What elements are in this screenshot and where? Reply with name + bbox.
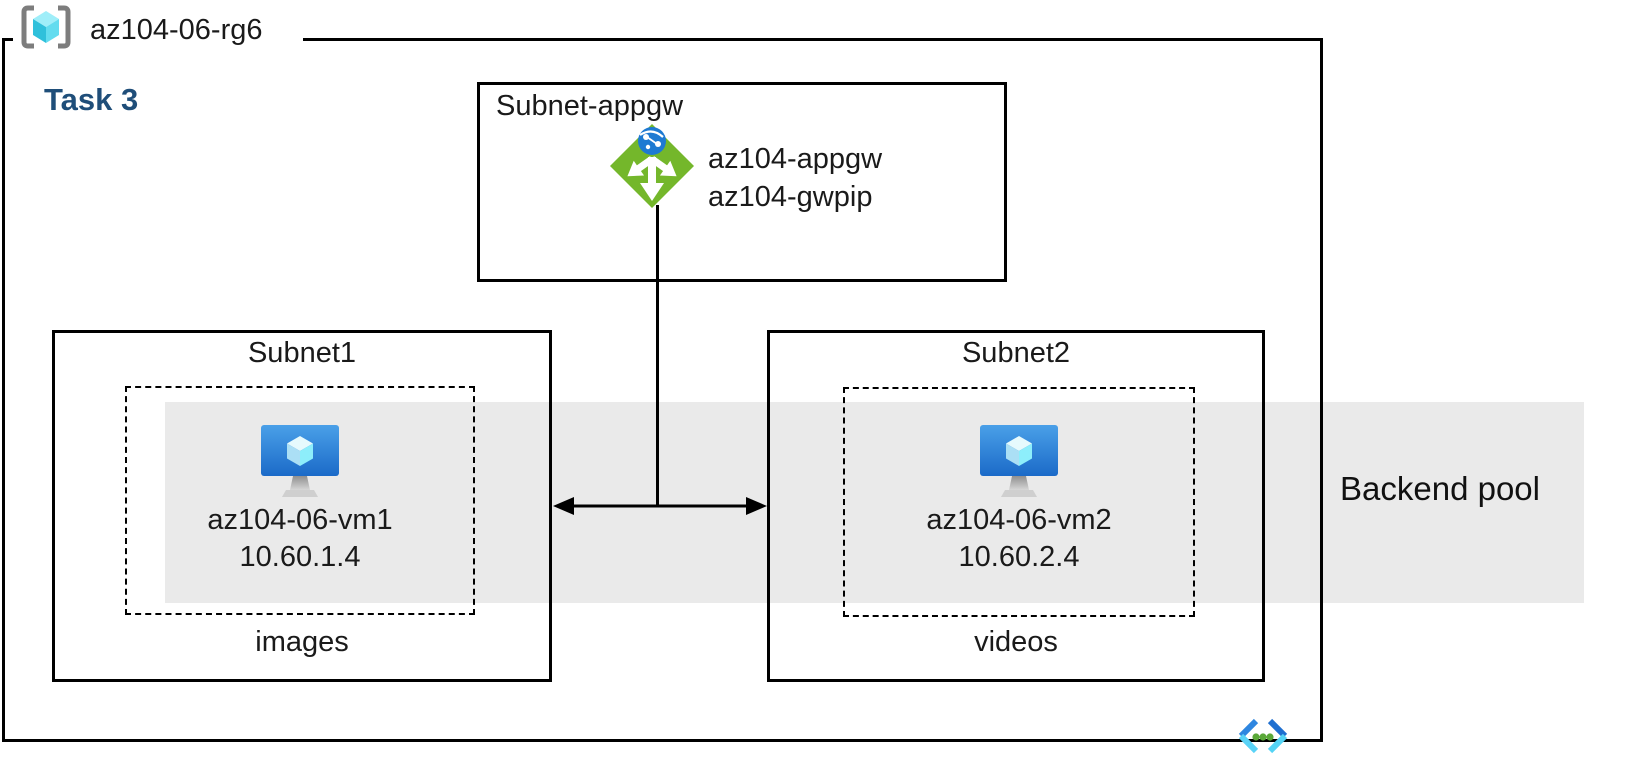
vm1-ip: 10.60.1.4 <box>239 541 361 573</box>
subnet2-vm-group <box>843 387 1195 617</box>
backend-pool-band <box>165 402 1584 603</box>
backend-pool-label: Backend pool <box>1340 470 1540 507</box>
resource-group-icon <box>20 4 72 55</box>
vm1-name: az104-06-vm1 <box>207 504 393 536</box>
subnet-double-arrow <box>551 493 769 524</box>
application-gateway-icon <box>607 121 697 216</box>
subnet1-app-label: images <box>255 626 349 658</box>
vm2-name: az104-06-vm2 <box>926 504 1112 536</box>
subnet1-title: Subnet1 <box>247 337 357 369</box>
appgw-name: az104-appgw <box>708 143 883 175</box>
appgw-public-ip: az104-gwpip <box>708 181 873 213</box>
subnet1-box: Subnet1 <box>52 330 552 682</box>
vm1-icon <box>260 424 340 505</box>
appgw-labels: az104-appgw az104-gwpip <box>708 140 882 216</box>
subnet2-box: Subnet2 <box>767 330 1265 682</box>
gateway-connector-line <box>656 205 659 506</box>
resource-group-border-gap <box>13 33 303 46</box>
task-label: Task 3 <box>44 82 139 117</box>
subnet-appgw-title: Subnet-appgw <box>496 90 684 122</box>
subnet2-title: Subnet2 <box>961 337 1071 369</box>
resource-group-box <box>2 38 1323 742</box>
vm2-ip: 10.60.2.4 <box>958 541 1080 573</box>
subnet-appgw-box: Subnet-appgw <box>477 82 1007 282</box>
virtual-network-icon <box>1236 716 1290 761</box>
subnet1-vm-group <box>125 386 475 615</box>
vm2-icon <box>979 424 1059 505</box>
subnet2-app-label: videos <box>974 626 1058 658</box>
resource-group-title: az104-06-rg6 <box>90 14 263 46</box>
